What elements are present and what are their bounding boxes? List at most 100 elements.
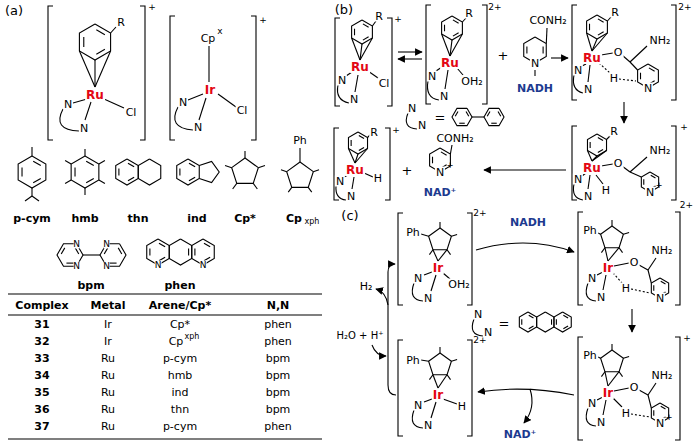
charge-label: + bbox=[447, 162, 454, 170]
table-cell: Ir bbox=[103, 319, 113, 330]
metal-label: Ir bbox=[432, 389, 444, 401]
bond-line bbox=[472, 116, 484, 117]
reaction-arrow bbox=[376, 289, 388, 305]
operator-sign: = bbox=[434, 111, 447, 124]
double-bond bbox=[149, 248, 150, 255]
bond-line bbox=[104, 99, 124, 108]
atom-label: N bbox=[573, 174, 583, 185]
reaction-arrow bbox=[551, 57, 568, 58]
double-bond bbox=[118, 168, 119, 175]
double-bond bbox=[529, 326, 534, 329]
double-bond bbox=[529, 315, 534, 318]
atom-label: N bbox=[349, 94, 359, 105]
atom-label: N bbox=[178, 97, 188, 108]
atom-label: N bbox=[63, 99, 73, 110]
atom-label: NH₂ bbox=[649, 145, 672, 156]
ring-bond bbox=[452, 108, 472, 125]
methyl-bond bbox=[447, 250, 451, 255]
bond-line bbox=[546, 28, 548, 44]
atom-label: N bbox=[596, 292, 606, 303]
double-bond bbox=[33, 161, 41, 165]
eta-bond bbox=[592, 151, 607, 162]
bond-line bbox=[364, 173, 373, 177]
charge-label: + bbox=[259, 16, 267, 25]
table-cell: phen bbox=[263, 421, 293, 432]
eta-bond bbox=[592, 39, 597, 51]
double-bond bbox=[354, 29, 355, 36]
bracket bbox=[675, 212, 680, 305]
ring-bond bbox=[537, 312, 554, 332]
eta-bond bbox=[360, 44, 362, 60]
double-bond bbox=[21, 168, 22, 177]
methyl-bond bbox=[611, 344, 612, 350]
eta-bond bbox=[95, 51, 111, 87]
bond-line bbox=[601, 53, 613, 55]
bond-line bbox=[631, 289, 650, 293]
table-header: N,N bbox=[266, 300, 291, 311]
eta-bond bbox=[450, 40, 452, 56]
table-rule bbox=[8, 438, 322, 439]
table-cell: bpm bbox=[265, 387, 292, 398]
double-bond bbox=[204, 243, 210, 247]
charge-label: + bbox=[656, 182, 663, 190]
double-bond bbox=[487, 112, 490, 117]
table-cell: ind bbox=[170, 387, 189, 398]
double-bond bbox=[466, 112, 469, 117]
atom-label: O bbox=[629, 382, 640, 393]
double-bond bbox=[194, 248, 195, 255]
chelate-arc bbox=[412, 283, 423, 301]
charge-label: + bbox=[148, 3, 156, 12]
bracket bbox=[467, 213, 472, 305]
chelate-arc bbox=[472, 319, 483, 336]
double-bond bbox=[598, 138, 603, 141]
bond-line bbox=[111, 27, 116, 33]
double-bond bbox=[526, 46, 527, 53]
atom-label: N bbox=[423, 293, 433, 304]
bracket bbox=[675, 337, 680, 440]
atom-label: R bbox=[610, 7, 620, 18]
double-bond bbox=[128, 177, 134, 181]
bond-line bbox=[450, 145, 452, 154]
atom-label: Cl bbox=[378, 78, 391, 89]
bracket bbox=[334, 128, 339, 200]
double-bond bbox=[653, 410, 654, 415]
bracket bbox=[467, 340, 472, 436]
bond-line bbox=[31, 147, 32, 156]
atom-label: N bbox=[337, 75, 347, 86]
atom-label: N bbox=[73, 239, 80, 248]
cofactor-label: NAD⁺ bbox=[503, 429, 538, 440]
atom-label: N bbox=[645, 187, 655, 198]
double-bond bbox=[104, 248, 108, 254]
methyl-bond bbox=[611, 220, 612, 226]
operator-sign: + bbox=[401, 164, 414, 177]
eta-bond bbox=[360, 38, 372, 60]
chelate-arc bbox=[573, 184, 583, 200]
bond-line bbox=[355, 75, 358, 92]
reagent-label: H₂O + H⁺ bbox=[336, 331, 385, 341]
bracket bbox=[572, 126, 577, 200]
bond-line bbox=[614, 263, 629, 266]
bond-line bbox=[630, 62, 638, 70]
ring-bond bbox=[79, 24, 110, 60]
eta-bond bbox=[587, 33, 592, 51]
bond-line bbox=[648, 395, 651, 408]
atom-label: OH₂ bbox=[460, 76, 483, 87]
table-cell: phen bbox=[263, 336, 293, 347]
panel-label: (c) bbox=[340, 209, 359, 222]
metal-label: Ru bbox=[345, 164, 365, 176]
methyl-bond bbox=[99, 180, 105, 184]
double-bond bbox=[491, 123, 496, 124]
atom-label: N bbox=[655, 418, 665, 429]
methyl-bond bbox=[308, 187, 312, 192]
bond-line bbox=[607, 17, 611, 21]
eta-bond bbox=[438, 375, 447, 388]
ring-bond bbox=[116, 159, 139, 185]
eta-bond bbox=[608, 372, 619, 386]
atom-label: N bbox=[439, 91, 449, 102]
ligand-name: bpm bbox=[76, 280, 105, 291]
bond-line bbox=[601, 164, 613, 166]
operator-sign: + bbox=[497, 49, 510, 62]
table-cell: bpm bbox=[265, 353, 292, 364]
methyl-bond bbox=[281, 170, 287, 172]
